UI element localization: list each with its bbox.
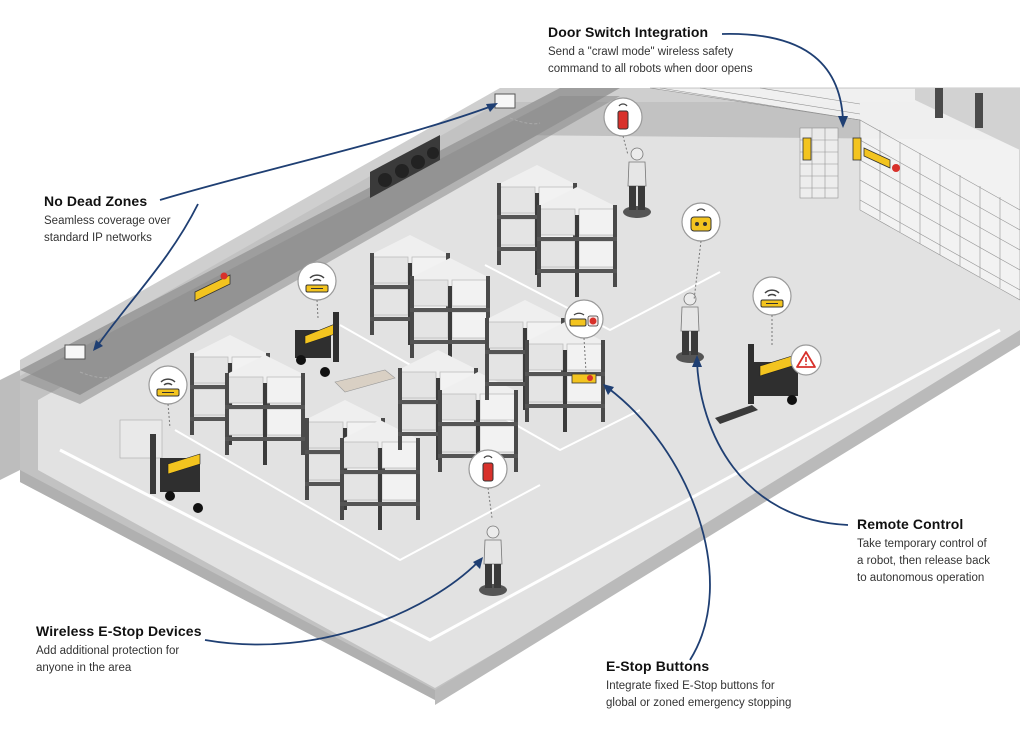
callout-title: No Dead Zones (44, 193, 148, 209)
callout-description: Take temporary control of a robot, then … (857, 538, 990, 584)
wireless-estop-icon (603, 97, 643, 137)
callout-description: Seamless coverage over standard IP netwo… (44, 215, 171, 244)
wifi-radio-icon (148, 365, 188, 405)
callout-no-dead-zones: No Dead Zones Seamless coverage over sta… (44, 193, 214, 247)
warning-icon (790, 344, 822, 376)
wifi-radio-icon (752, 276, 792, 316)
callout-title: Door Switch Integration (548, 24, 709, 40)
callout-title: Wireless E-Stop Devices (36, 623, 202, 639)
callout-door-switch: Door Switch Integration Send a "crawl mo… (548, 24, 808, 78)
remote-control-icon (681, 202, 721, 242)
estop-button-icon (564, 299, 604, 339)
callout-remote-control: Remote Control Take temporary control of… (857, 516, 1017, 587)
wireless-estop-icon (468, 449, 508, 489)
callout-description: Add additional protection for anyone in … (36, 645, 180, 674)
callout-description: Send a "crawl mode" wireless safety comm… (548, 46, 753, 75)
callout-description: Integrate fixed E-Stop buttons for globa… (606, 680, 792, 709)
callout-estop-buttons: E-Stop Buttons Integrate fixed E-Stop bu… (606, 658, 836, 712)
callout-title: E-Stop Buttons (606, 658, 710, 674)
callout-title: Remote Control (857, 516, 964, 532)
wifi-radio-icon (297, 261, 337, 301)
callout-wireless-estop: Wireless E-Stop Devices Add additional p… (36, 623, 236, 677)
